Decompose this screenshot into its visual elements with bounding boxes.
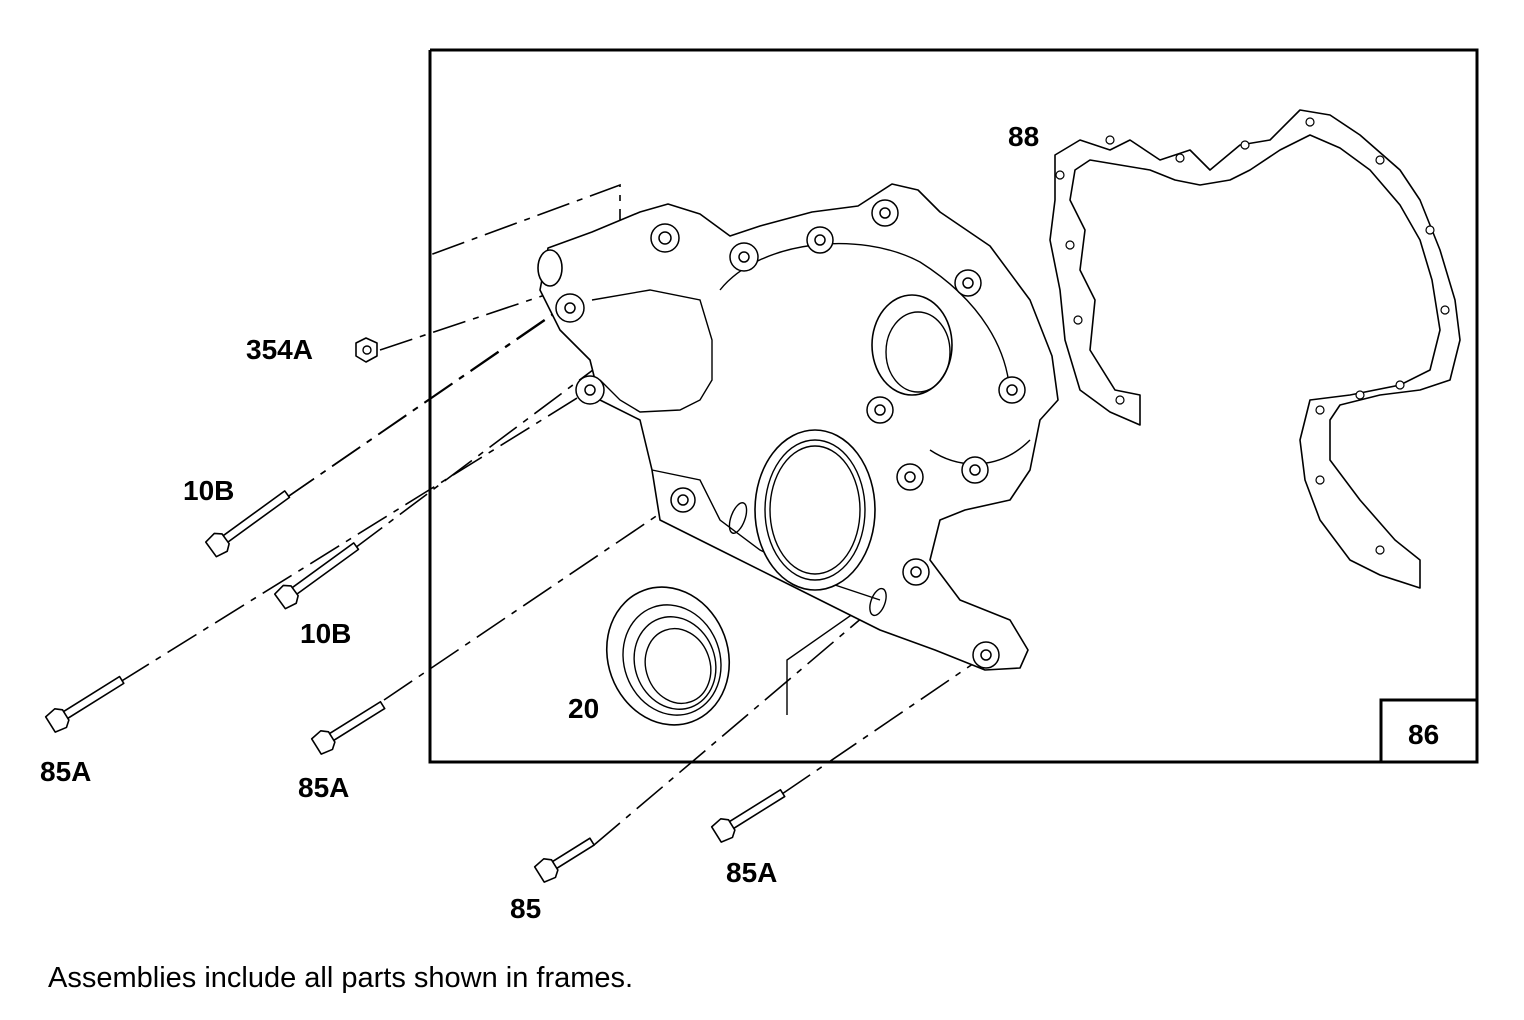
callout-86: 86 xyxy=(1408,719,1439,750)
timing-cover xyxy=(537,183,1059,671)
bolt-10b-lower xyxy=(273,542,360,610)
nut-354a xyxy=(355,337,378,363)
callout-85a-left: 85A xyxy=(40,756,91,787)
callout-10b-upper: 10B xyxy=(183,475,234,506)
footnote: Assemblies include all parts shown in fr… xyxy=(48,962,634,994)
bolt-85a-middle xyxy=(310,700,386,755)
callout-85a-middle: 85A xyxy=(298,772,349,803)
callout-85: 85 xyxy=(510,893,541,924)
bolt-85a-left xyxy=(44,675,125,733)
frame-number-box xyxy=(1379,698,1479,764)
callout-20: 20 xyxy=(568,693,599,724)
callout-354a: 354A xyxy=(246,334,313,365)
bolt-85a-bottom xyxy=(710,788,786,843)
bolt-10b-upper xyxy=(204,490,291,558)
callout-88: 88 xyxy=(1008,121,1039,152)
bolt-85 xyxy=(533,837,595,883)
assembly-axes xyxy=(119,237,987,846)
oil-seal-20 xyxy=(605,586,731,726)
gasket-88 xyxy=(1049,109,1461,589)
callout-85a-bottom: 85A xyxy=(726,857,777,888)
callout-10b-lower: 10B xyxy=(300,618,351,649)
